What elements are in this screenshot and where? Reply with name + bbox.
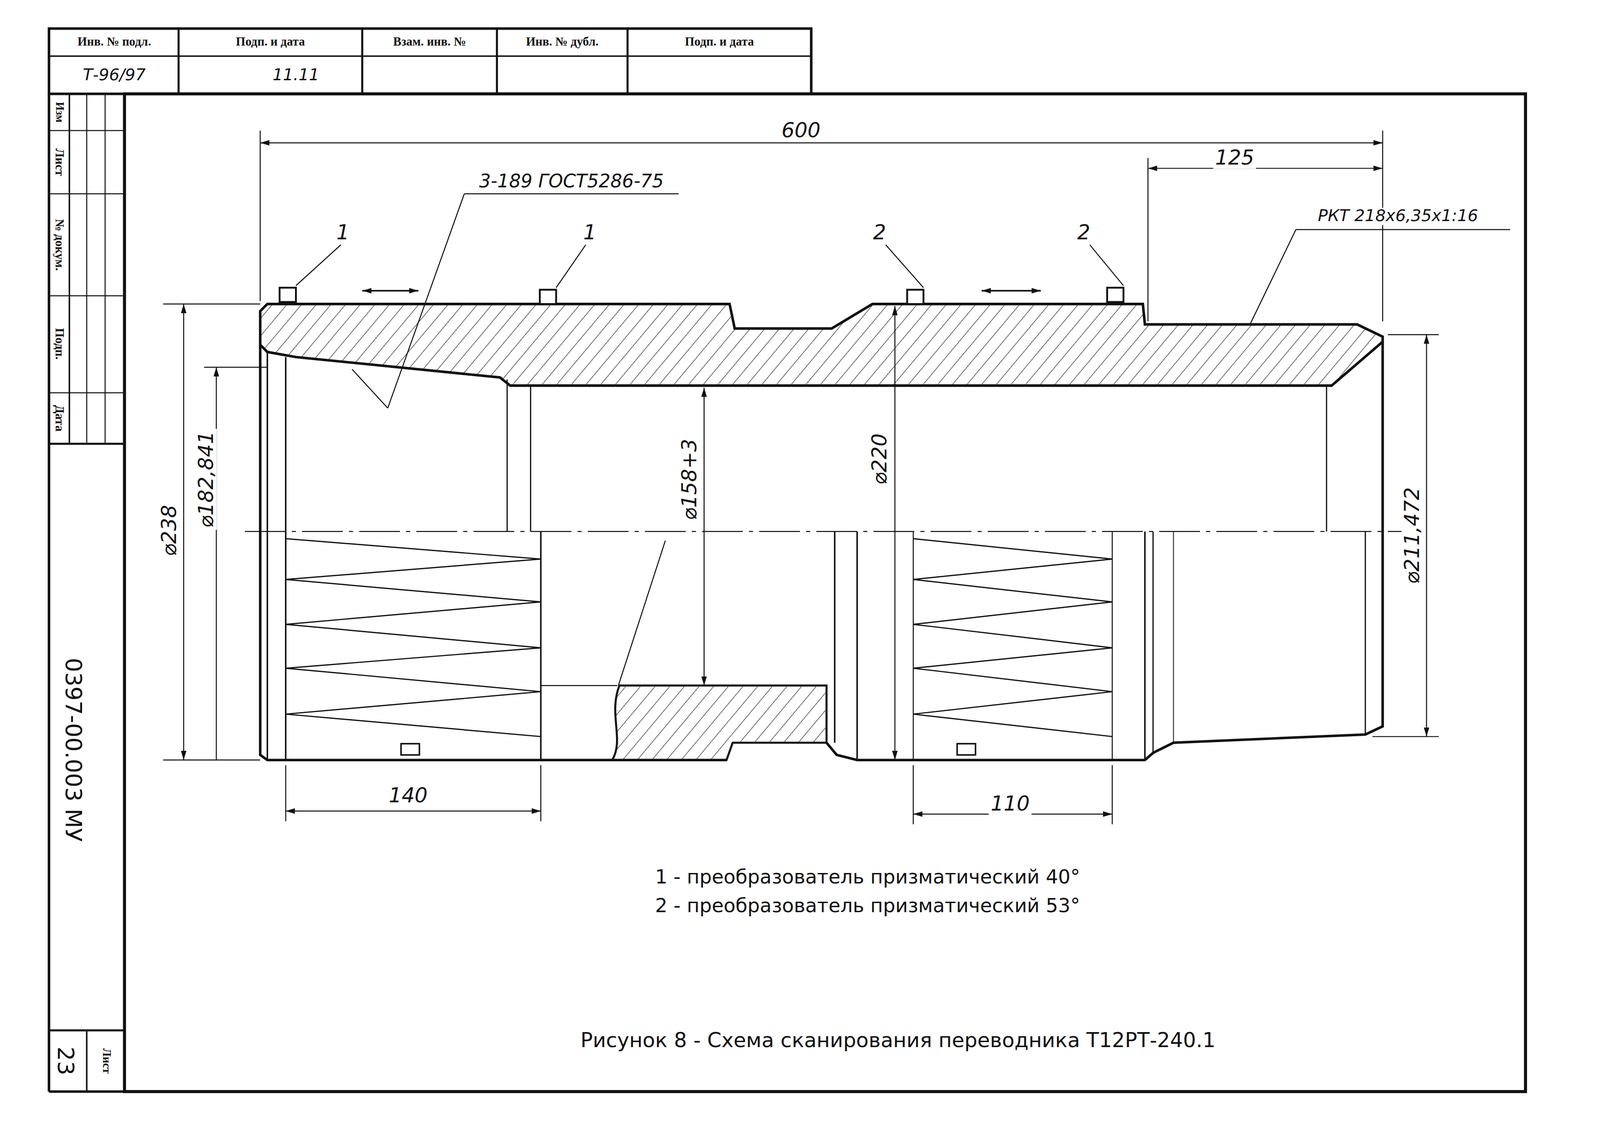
table-header: Инв. № дубл. [523, 35, 601, 49]
thread-note: 3-189 ГОСТ5286-75 [476, 171, 666, 192]
table-header: Взам. инв. № [391, 35, 469, 49]
table-cell: Т-96/97 [80, 67, 148, 85]
legend-note: 2 - преобразователь призматический 53° [652, 895, 1083, 917]
document-code: 0397-00.003 МУ [61, 656, 86, 845]
dimension: 110 [988, 793, 1032, 815]
callout-number: 1 [334, 222, 352, 244]
dimensions [163, 130, 1511, 825]
dimension: ⌀182,841 [195, 429, 218, 530]
table-header: Подп. и дата [233, 35, 307, 49]
dimension: 140 [386, 785, 430, 807]
sheet-number: 23 [53, 1045, 78, 1078]
table-header: Дата [52, 403, 66, 434]
thread-note: РКТ 218х6,35х1:16 [1315, 207, 1481, 226]
callout-number: 1 [581, 222, 599, 244]
callout-number: 2 [1075, 222, 1093, 244]
table-header: № докум. [52, 217, 66, 274]
dimension: ⌀211,472 [1401, 485, 1424, 586]
figure-caption: Рисунок 8 - Схема сканирования переводни… [578, 1030, 1218, 1052]
legend-note: 1 - преобразователь призматический 40° [652, 867, 1083, 888]
dimension: ⌀238 [158, 502, 181, 559]
frame [48, 28, 1526, 1093]
dimension: 125 [1213, 147, 1257, 169]
table-header: Подп. и дата [682, 35, 756, 49]
dimension: ⌀220 [869, 431, 891, 487]
dimension: 600 [779, 119, 823, 142]
table-header: Инв. № подл. [75, 35, 153, 49]
table-header: Лист [100, 1046, 113, 1077]
callout-number: 2 [870, 222, 888, 244]
dimension: ⌀158+3 [678, 436, 701, 523]
table-cell: 11.11 [270, 67, 322, 85]
table-header: Изм [53, 99, 66, 125]
table-header: Подп. [52, 326, 66, 362]
table-header: Лист [52, 146, 66, 179]
